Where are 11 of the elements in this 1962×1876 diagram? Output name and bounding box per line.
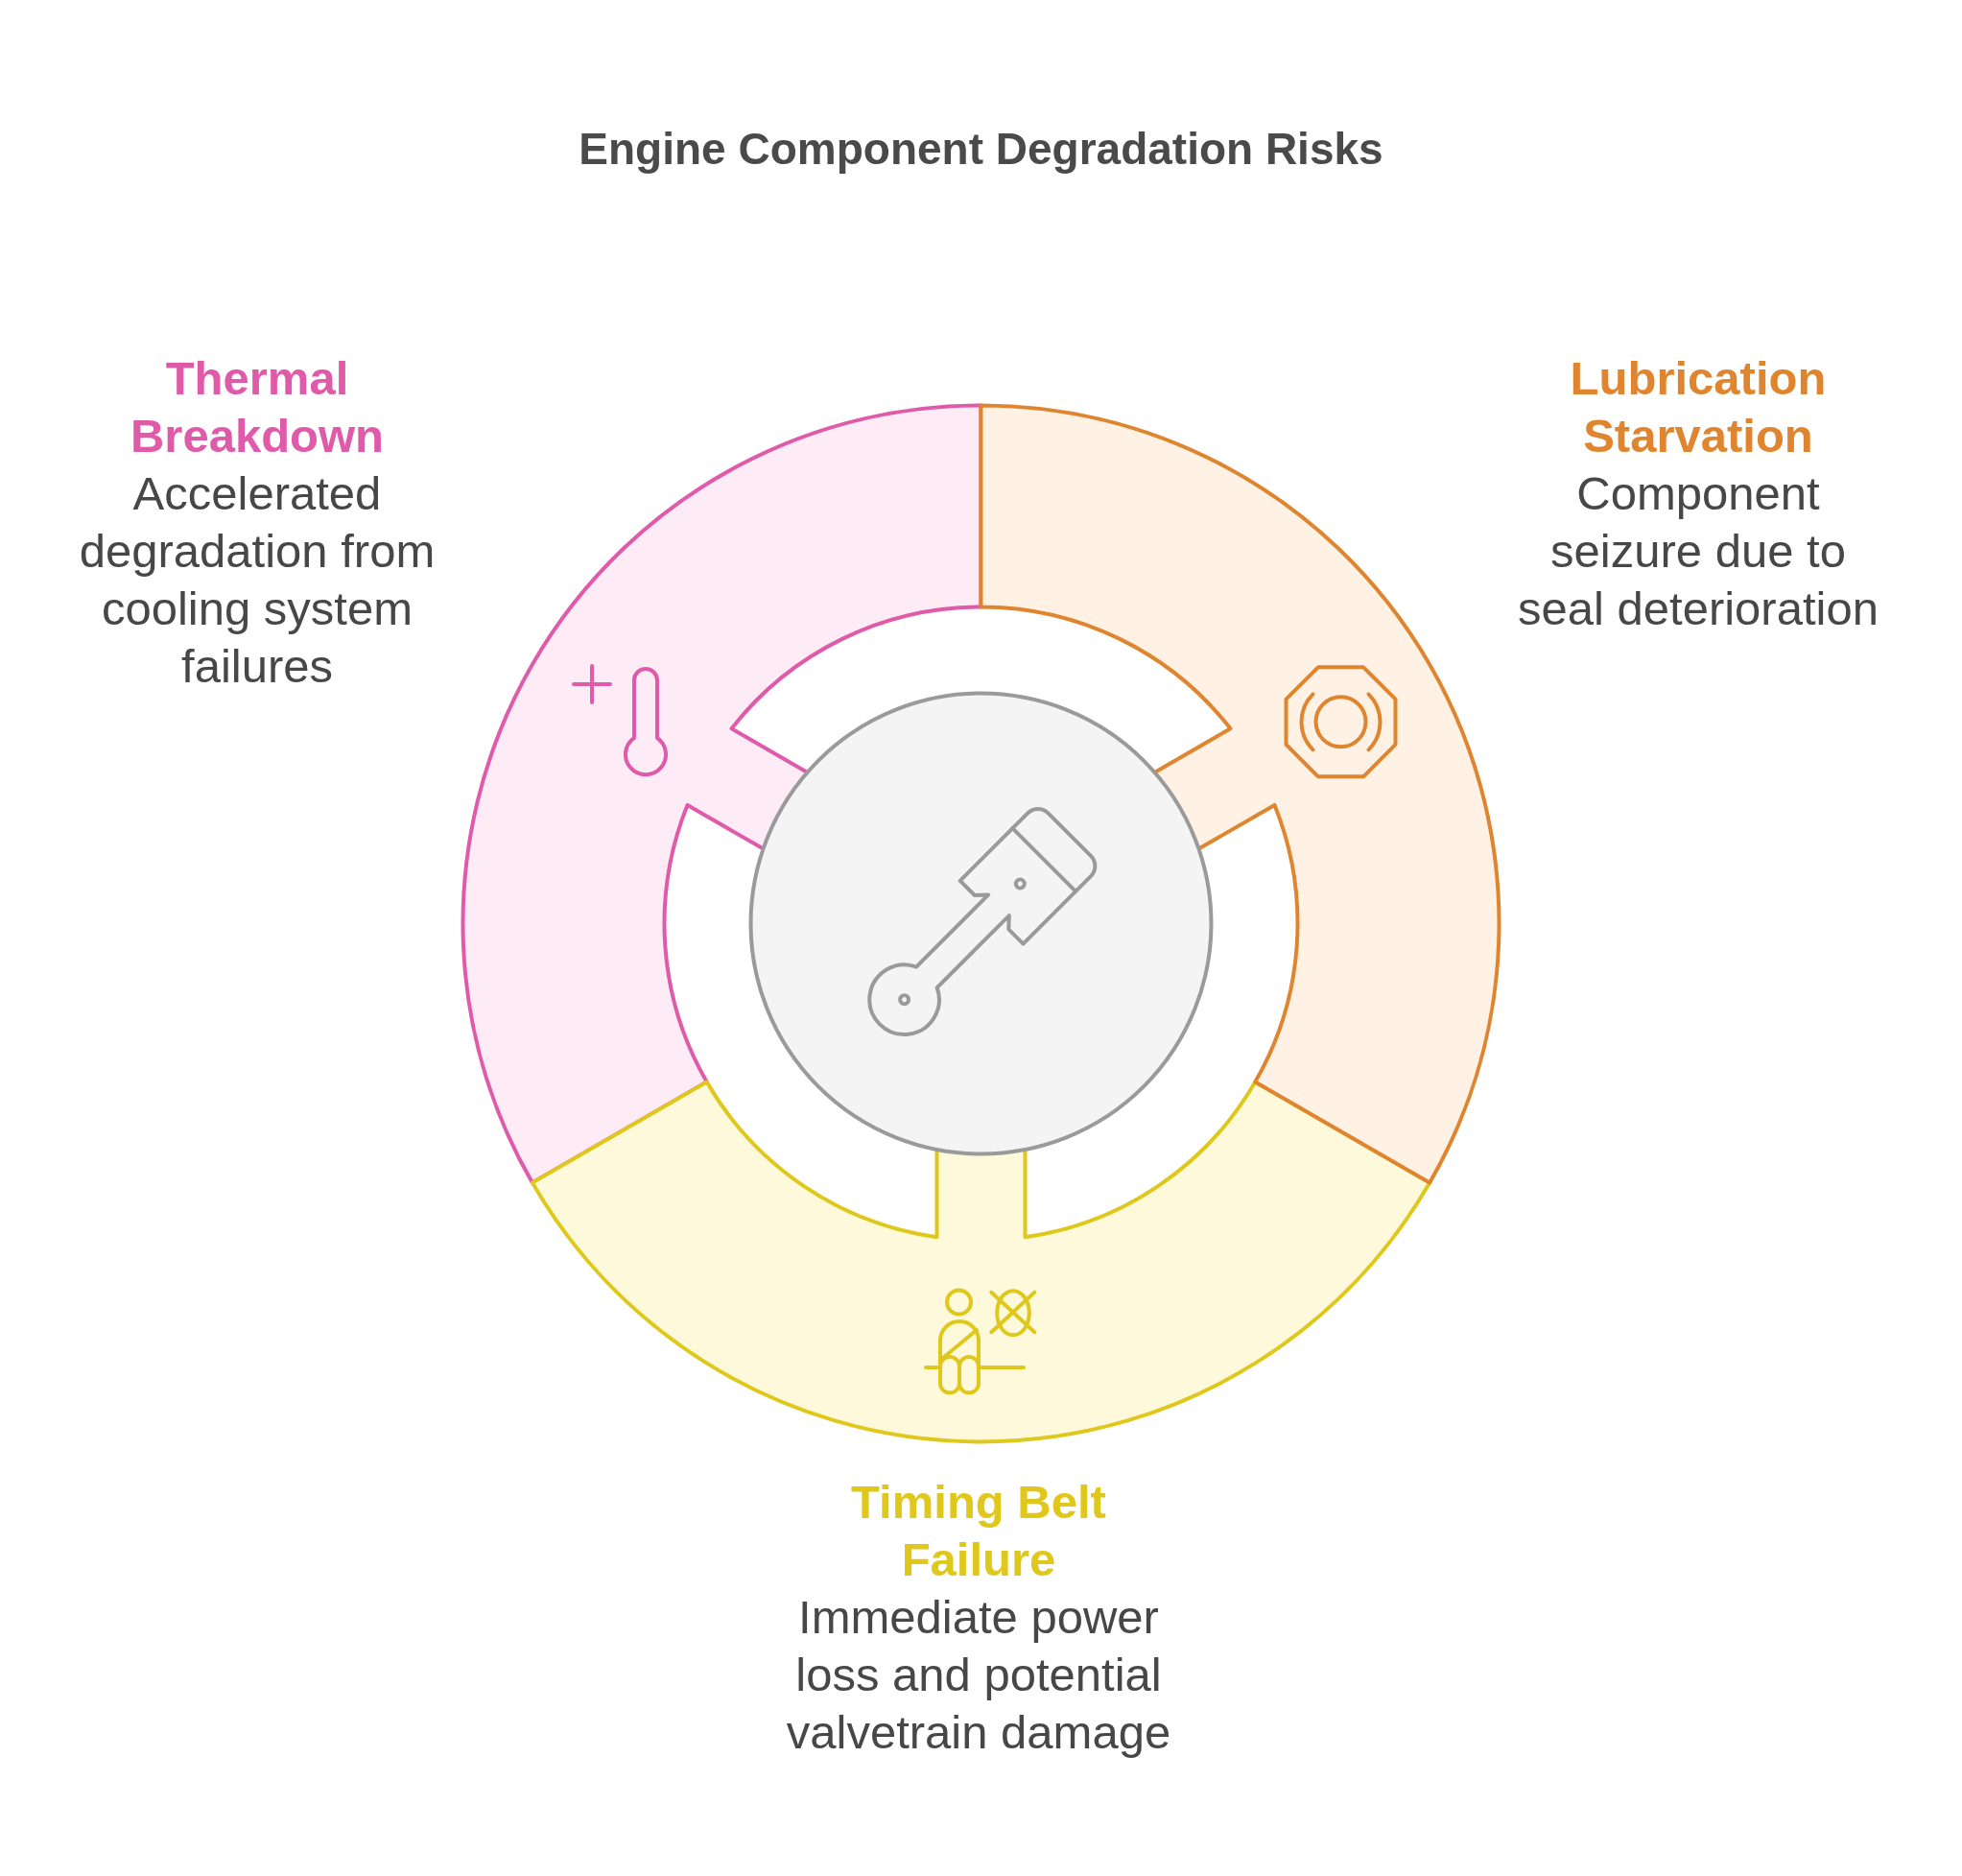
- diagram-title: Engine Component Degradation Risks: [578, 122, 1384, 176]
- segment-description: Immediate power loss and potential valvetrain damage: [785, 1590, 1172, 1760]
- center-circle: [748, 691, 1214, 1156]
- segment-heading: Lubrication Starvation: [1569, 351, 1828, 463]
- ring-segment: [530, 1080, 1432, 1443]
- segment-heading: Thermal Breakdown: [129, 351, 386, 463]
- segment-description: Component seizure due to seal deterioration: [1517, 466, 1879, 636]
- ring-segment: [979, 403, 1501, 1185]
- ring-segment: [461, 403, 983, 1185]
- segment-description: Accelerated degradation from cooling system failures: [78, 466, 437, 694]
- segment-heading: Timing Belt Failure: [850, 1475, 1107, 1587]
